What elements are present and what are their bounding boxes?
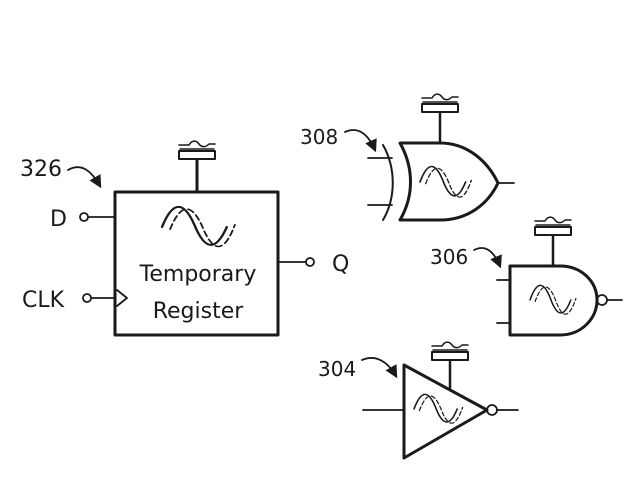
d-input-label: D xyxy=(50,207,67,232)
nand-body xyxy=(508,264,599,337)
clk-input-label: CLK xyxy=(22,288,65,313)
register-ref-arrow xyxy=(67,166,102,189)
xor-ref-label: 308 xyxy=(300,125,338,149)
waveform-icon xyxy=(529,284,577,315)
q-output-terminal xyxy=(305,257,315,267)
inverter-body xyxy=(402,363,489,460)
register-control-icon xyxy=(178,140,216,160)
inverter-ref-label: 304 xyxy=(318,357,356,381)
nand-ref-label: 306 xyxy=(430,245,468,269)
d-input-terminal xyxy=(79,212,89,222)
q-output-label: Q xyxy=(332,252,349,277)
waveform-icon xyxy=(160,205,237,248)
waveform-icon xyxy=(419,165,473,198)
nand-control-icon xyxy=(534,216,572,236)
xor-body xyxy=(398,141,500,222)
register-title-line2: Register xyxy=(153,299,245,324)
xor-gate: 308 xyxy=(300,93,515,222)
inverter-control-icon xyxy=(431,341,469,361)
clk-input-terminal xyxy=(82,293,92,303)
register-title-line1: Temporary xyxy=(139,262,257,287)
waveform-icon xyxy=(413,393,464,425)
inverter: 304 xyxy=(318,341,519,460)
xor-control-icon xyxy=(421,93,459,113)
register-ref-label: 326 xyxy=(20,157,62,182)
nand-gate: 306 xyxy=(430,216,623,337)
clock-triangle-icon xyxy=(116,289,128,307)
temporary-register: 326 Temporary Register D CLK Q xyxy=(20,140,349,337)
